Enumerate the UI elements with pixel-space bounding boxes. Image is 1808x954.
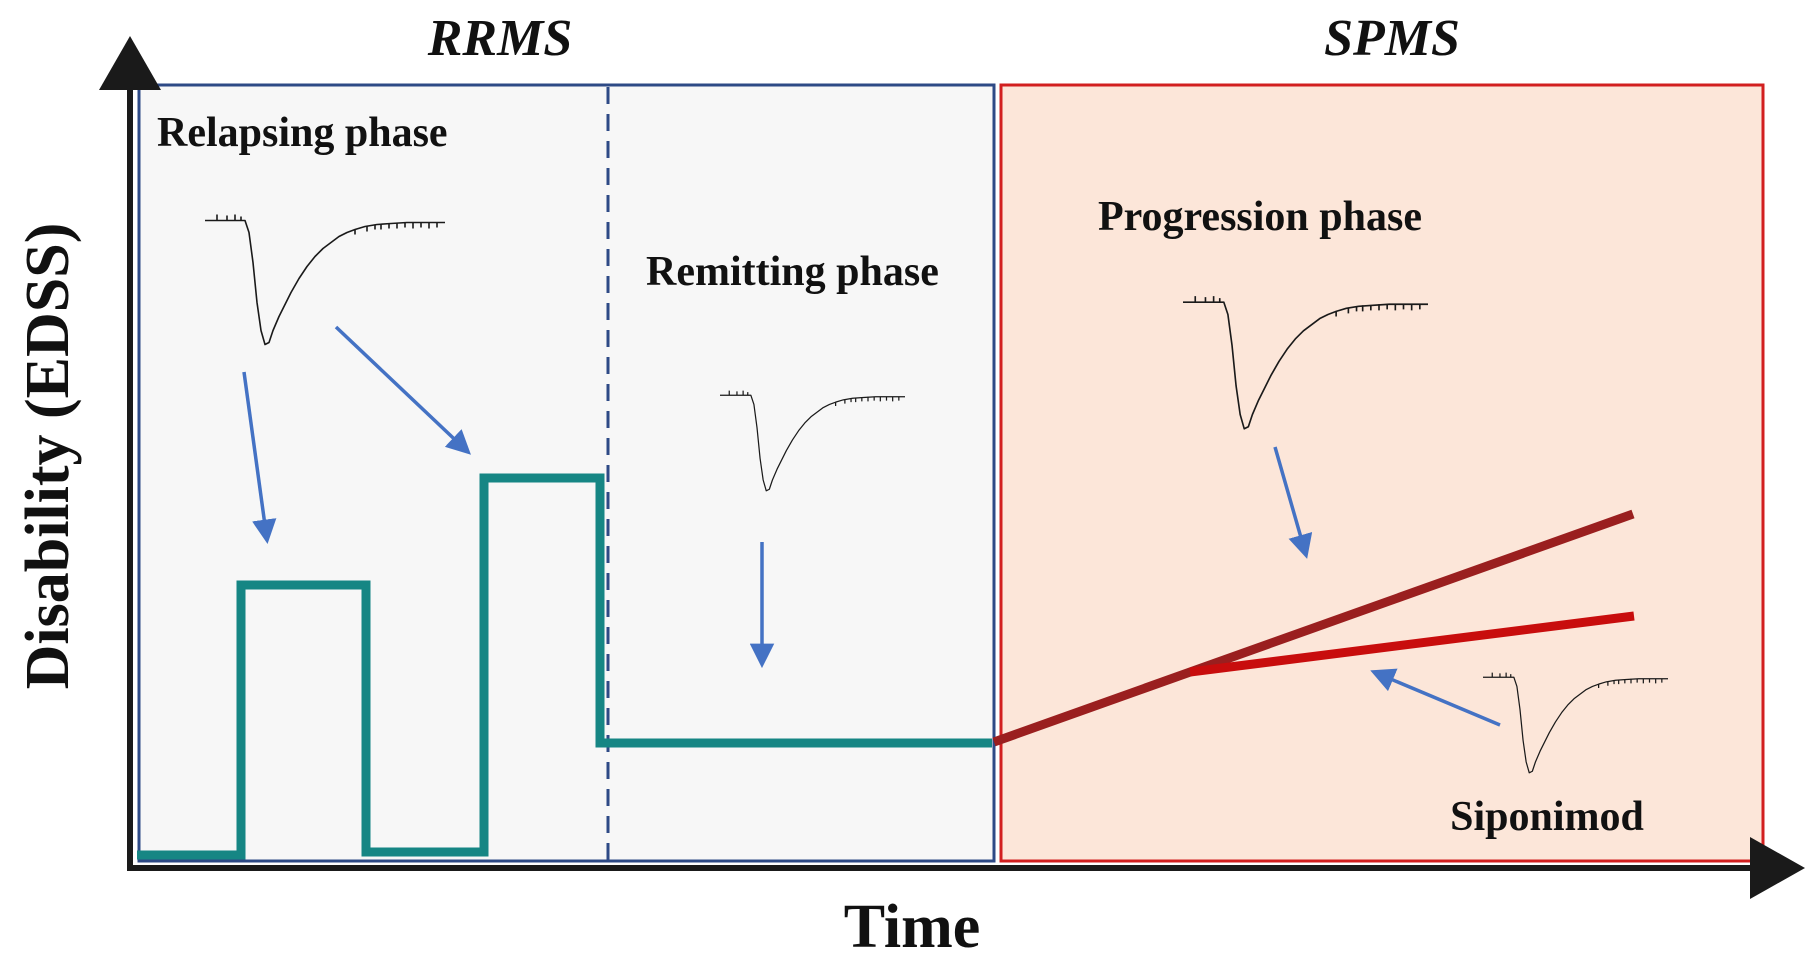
spms-title: SPMS [1324,10,1460,67]
rrms-region [137,83,996,863]
y-axis-label: Disability (EDSS) [14,223,82,690]
siponimod-label: Siponimod [1450,794,1644,840]
rrms-title: RRMS [427,10,573,67]
relapse-arrow-2 [334,325,471,455]
siponimod-progression-line [1189,611,1635,677]
relapse-arrow-1 [242,371,277,545]
y-axis-arrowhead [99,36,161,90]
spms-region [999,83,1765,863]
relapsing-phase-label: Relapsing phase [157,110,448,156]
siponimod-arrow [1370,668,1501,727]
progression-arrow [1273,446,1313,559]
x-axis-arrowhead [1750,837,1805,899]
progression-phase-label: Progression phase [1098,194,1422,240]
disability-curve [137,473,992,860]
remitting-phase-label: Remitting phase [646,249,939,295]
untreated-progression-line [992,509,1635,747]
x-axis-label: Time [844,893,981,954]
